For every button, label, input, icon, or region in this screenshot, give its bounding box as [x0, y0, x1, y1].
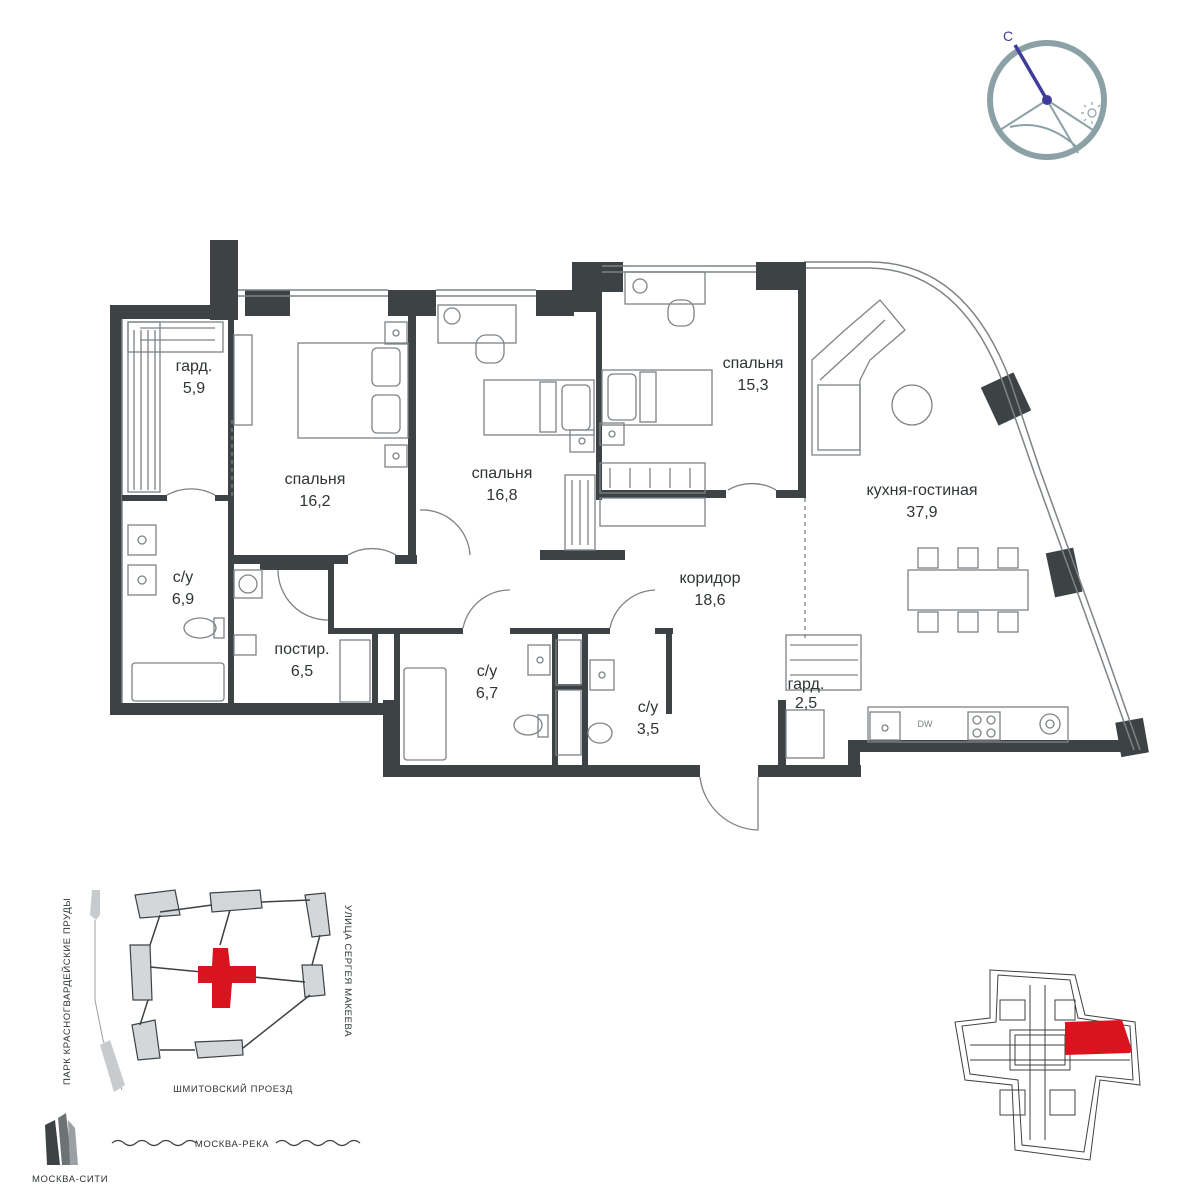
building-key-plan	[954, 969, 1141, 1161]
room-bathroom-2-name: с/у	[477, 663, 497, 680]
logo-label: МОСКВА-СИТИ	[32, 1174, 108, 1185]
compass-needle	[1013, 44, 1049, 101]
apartment-location-highlight	[1065, 1020, 1132, 1055]
room-bathroom-3-area: 3,5	[637, 721, 659, 738]
compass: С	[987, 28, 1107, 160]
sun-icon	[1081, 102, 1103, 124]
room-bedroom-2-name: спальня	[472, 465, 533, 482]
room-laundry-area: 6,5	[291, 663, 313, 680]
furniture	[127, 271, 1069, 831]
room-bedroom-3-area: 15,3	[737, 377, 768, 394]
moscow-city-logo-icon	[45, 1113, 78, 1165]
room-corridor-name: коридор	[679, 570, 740, 587]
room-bathroom-1-name: с/у	[173, 569, 193, 586]
street-label: УЛИЦА СЕРГЕЯ МАКЕЕВА	[342, 905, 353, 1037]
room-laundry-name: постир.	[274, 641, 329, 658]
room-bedroom-1-area: 16,2	[299, 493, 330, 510]
room-wardrobe-2-area: 2,5	[795, 695, 817, 712]
room-bathroom-3-name: с/у	[638, 699, 658, 716]
highlighted-building-icon	[198, 948, 256, 1008]
room-wardrobe-1-name: гард.	[176, 358, 213, 375]
room-bedroom-2-area: 16,8	[486, 487, 517, 504]
park-label: ПАРК КРАСНОГВАРДЕЙСКИЕ ПРУДЫ	[61, 898, 73, 1085]
room-bedroom-3-name: спальня	[723, 355, 784, 372]
interior-walls	[122, 262, 806, 775]
room-kitchen-living-area: 37,9	[906, 504, 937, 521]
river-label: МОСКВА-РЕКА	[195, 1139, 269, 1150]
road-label: ШМИТОВСКИЙ ПРОЕЗД	[173, 1083, 293, 1095]
room-kitchen-living-name: кухня-гостиная	[866, 482, 977, 499]
room-wardrobe-2-name: гард.	[788, 676, 825, 693]
room-corridor-area: 18,6	[694, 592, 725, 609]
room-bathroom-2-area: 6,7	[476, 685, 498, 702]
exterior-walls	[110, 240, 1149, 777]
site-map: ПАРК КРАСНОГВАРДЕЙСКИЕ ПРУДЫ УЛИЦА СЕРГЕ…	[32, 889, 361, 1185]
river-wave-right	[275, 1139, 361, 1147]
room-wardrobe-1-area: 5,9	[183, 380, 205, 397]
room-bathroom-1-area: 6,9	[172, 591, 194, 608]
compass-north-label: С	[1003, 28, 1013, 44]
river-wave-left	[111, 1139, 197, 1147]
room-bedroom-1-name: спальня	[285, 471, 346, 488]
pond-shape	[90, 890, 100, 920]
facade-glazing	[121, 261, 1141, 751]
compass-ring	[987, 40, 1107, 160]
dishwasher-label: DW	[918, 719, 933, 729]
room-labels: гард. 5,9 спальня 16,2 спальня 16,8 спал…	[172, 355, 978, 738]
